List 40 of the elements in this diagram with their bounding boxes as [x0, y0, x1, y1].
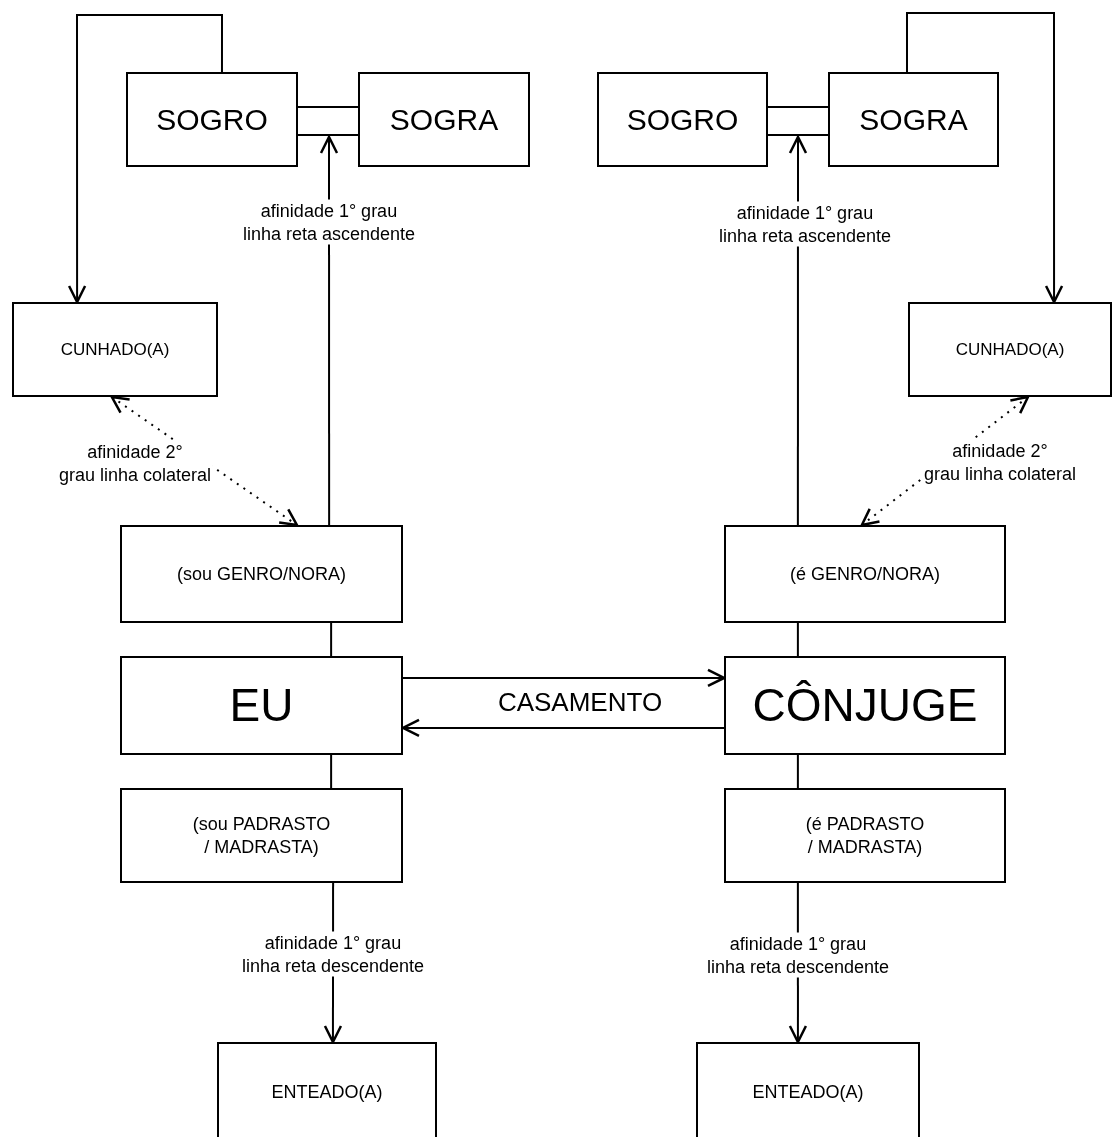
relation-box [12, 302, 218, 397]
relation-name: CUNHADO(A) [955, 338, 1065, 361]
marriage-line [297, 105, 359, 136]
relation-box [696, 1042, 920, 1137]
edge-label: afinidade 2° grau linha colateral [56, 440, 214, 486]
connector-line [330, 622, 333, 657]
arrow [67, 14, 223, 304]
relation-box [358, 72, 530, 167]
connector-line [796, 622, 799, 657]
relation-box [120, 656, 403, 755]
relation-box [828, 72, 999, 167]
relation-box [597, 72, 768, 167]
relation-name: SOGRO [156, 101, 268, 138]
relation-box [724, 788, 1006, 883]
arrow [319, 135, 339, 526]
arrow [906, 12, 1064, 304]
relation-name: ENTEADO(A) [271, 1080, 383, 1104]
relation-name: CÔNJUGE [752, 677, 978, 733]
relation-box [908, 302, 1112, 397]
connector-line [796, 754, 799, 789]
relation-name: SOGRA [859, 101, 968, 138]
relation-box [724, 525, 1006, 623]
relation-name: (sou PADRASTO / MADRASTA) [191, 813, 332, 858]
relation-name: (sou GENRO/NORA) [177, 562, 346, 586]
relation-name: EU [229, 677, 294, 733]
relation-name: CUNHADO(A) [60, 338, 170, 361]
relation-box [120, 525, 403, 623]
relation-name: SOGRO [626, 101, 739, 138]
arrow [402, 668, 726, 688]
marriage-line [767, 105, 829, 136]
relation-name: (é PADRASTO / MADRASTA) [804, 813, 926, 858]
arrow [788, 135, 808, 526]
relation-name: (é GENRO/NORA) [790, 562, 940, 586]
relation-box [217, 1042, 437, 1137]
relation-box [724, 656, 1006, 755]
relation-box [126, 72, 298, 167]
relation-name: ENTEADO(A) [752, 1080, 864, 1104]
relation-box [120, 788, 403, 883]
relation-name: SOGRA [389, 101, 499, 138]
connector-line [330, 754, 333, 789]
